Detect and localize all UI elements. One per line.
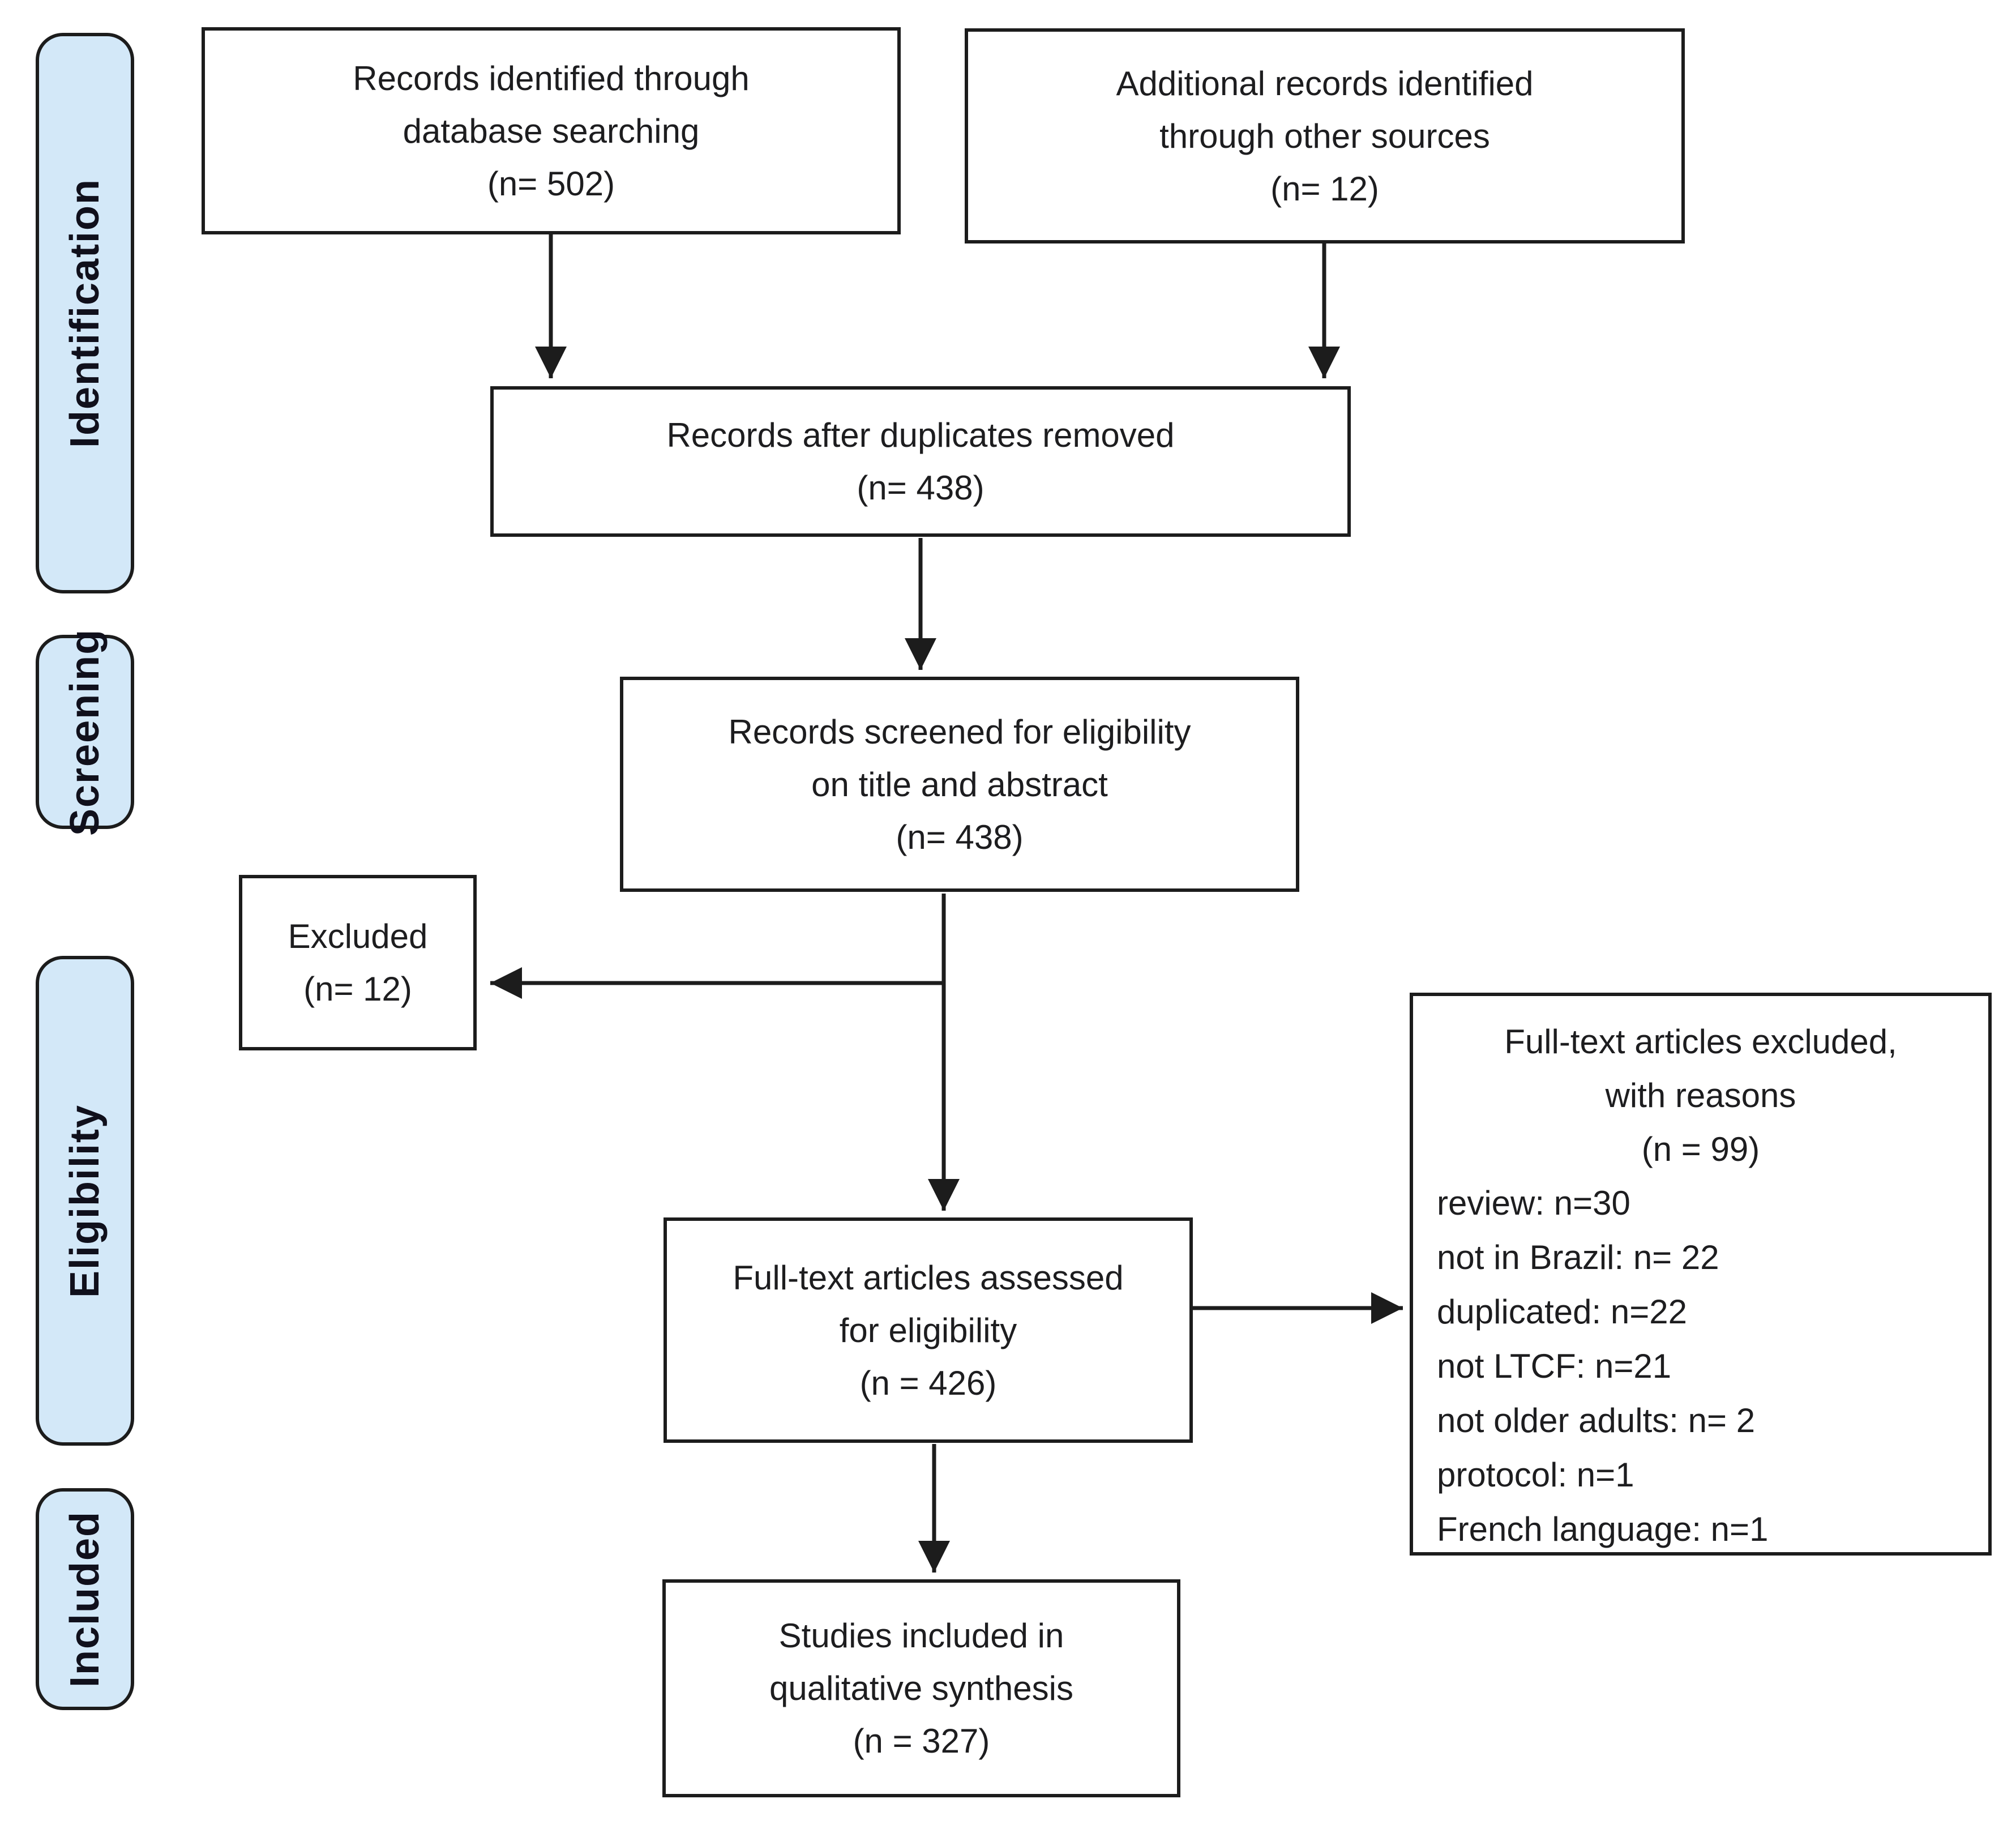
box-duplicates-removed: Records after duplicates removed (n= 438… <box>490 386 1351 537</box>
box-records-identified: Records identified through database sear… <box>202 27 901 234</box>
box-records-identified-text: Records identified through database sear… <box>353 59 750 203</box>
box-duplicates-removed-text: Records after duplicates removed (n= 438… <box>666 416 1175 507</box>
box-excluded: Excluded (n= 12) <box>239 875 477 1050</box>
stage-screening: Screening <box>36 628 134 836</box>
box-fulltext-excluded: Full-text articles excluded, with reason… <box>1410 993 1992 1556</box>
stage-included: Included <box>36 1488 134 1710</box>
stage-identification: Identification <box>36 33 134 593</box>
box-records-screened: Records screened for eligibility on titl… <box>620 677 1299 892</box>
box-additional-records: Additional records identified through ot… <box>965 28 1685 243</box>
box-fulltext-assessed: Full-text articles assessed for eligibil… <box>664 1217 1193 1443</box>
stage-eligibility: Eligibility <box>36 956 134 1446</box>
box-studies-included: Studies included in qualitative synthesi… <box>662 1579 1180 1797</box>
box-fulltext-assessed-text: Full-text articles assessed for eligibil… <box>733 1258 1124 1402</box>
box-records-screened-text: Records screened for eligibility on titl… <box>728 712 1191 856</box>
box-fulltext-excluded-title: Full-text articles excluded, with reason… <box>1504 1023 1897 1168</box>
box-additional-records-text: Additional records identified through ot… <box>1116 64 1534 208</box>
box-studies-included-text: Studies included in qualitative synthesi… <box>769 1617 1073 1760</box>
box-fulltext-excluded-reasons: review: n=30 not in Brazil: n= 22 duplic… <box>1437 1184 1769 1549</box>
box-excluded-text: Excluded (n= 12) <box>288 917 428 1008</box>
